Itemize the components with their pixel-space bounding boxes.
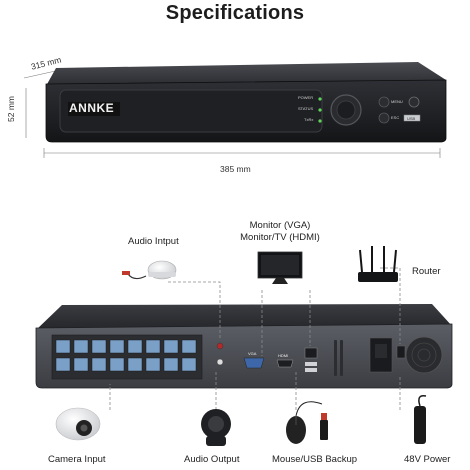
connector-lines <box>109 267 401 410</box>
indicator-status-label: STATUS <box>298 106 314 111</box>
usb-drive-icon <box>320 413 328 440</box>
poe-port <box>91 357 107 372</box>
mouse-icon <box>286 401 323 444</box>
vga-port-label: VGA <box>248 351 257 356</box>
poe-port <box>145 339 161 354</box>
page-title: Specifications <box>165 2 305 24</box>
router-icon <box>358 246 398 282</box>
speaker-icon <box>201 409 231 446</box>
microphone-icon <box>122 260 177 280</box>
camera-icon <box>55 407 101 441</box>
usb-port-label: USB <box>407 116 416 121</box>
menu-button-label: MENU <box>391 99 403 104</box>
poe-port <box>181 339 197 354</box>
camera-input-label: Camera Input <box>48 454 106 465</box>
poe-port <box>73 339 89 354</box>
audio-output-label: Audio Output <box>184 454 240 465</box>
poe-port <box>145 357 161 372</box>
mouse-usb-backup-label: Mouse/USB Backup <box>272 454 358 465</box>
power-adapter-icon <box>414 394 427 444</box>
router-label: Router <box>412 266 441 277</box>
poe-port <box>127 357 143 372</box>
monitor-icon <box>257 251 303 284</box>
monitor-vga-label: Monitor (VGA) <box>249 220 311 231</box>
poe-port <box>127 339 143 354</box>
poe-port <box>55 339 71 354</box>
indicator-power-label: POWER <box>298 95 314 100</box>
audio-input-label: Audio Intput <box>128 236 179 247</box>
poe-port <box>163 339 179 354</box>
poe-port <box>91 339 107 354</box>
poe-port <box>181 357 197 372</box>
power-label: 48V Power <box>404 454 451 465</box>
indicator-txrx-label: TxRx <box>304 117 314 122</box>
poe-port <box>55 357 71 372</box>
front-nvr-device <box>23 62 447 158</box>
poe-port <box>109 357 125 372</box>
esc-button-label: ESC <box>391 115 400 120</box>
poe-port <box>163 357 179 372</box>
monitor-hdmi-label: Monitor/TV (HDMI) <box>240 232 320 243</box>
brand-logo: ANNKE <box>69 101 115 115</box>
hdmi-port-label: HDMI <box>278 353 289 358</box>
poe-port <box>109 339 125 354</box>
width-dimension-label: 385 mm <box>220 164 251 174</box>
poe-port <box>73 357 89 372</box>
